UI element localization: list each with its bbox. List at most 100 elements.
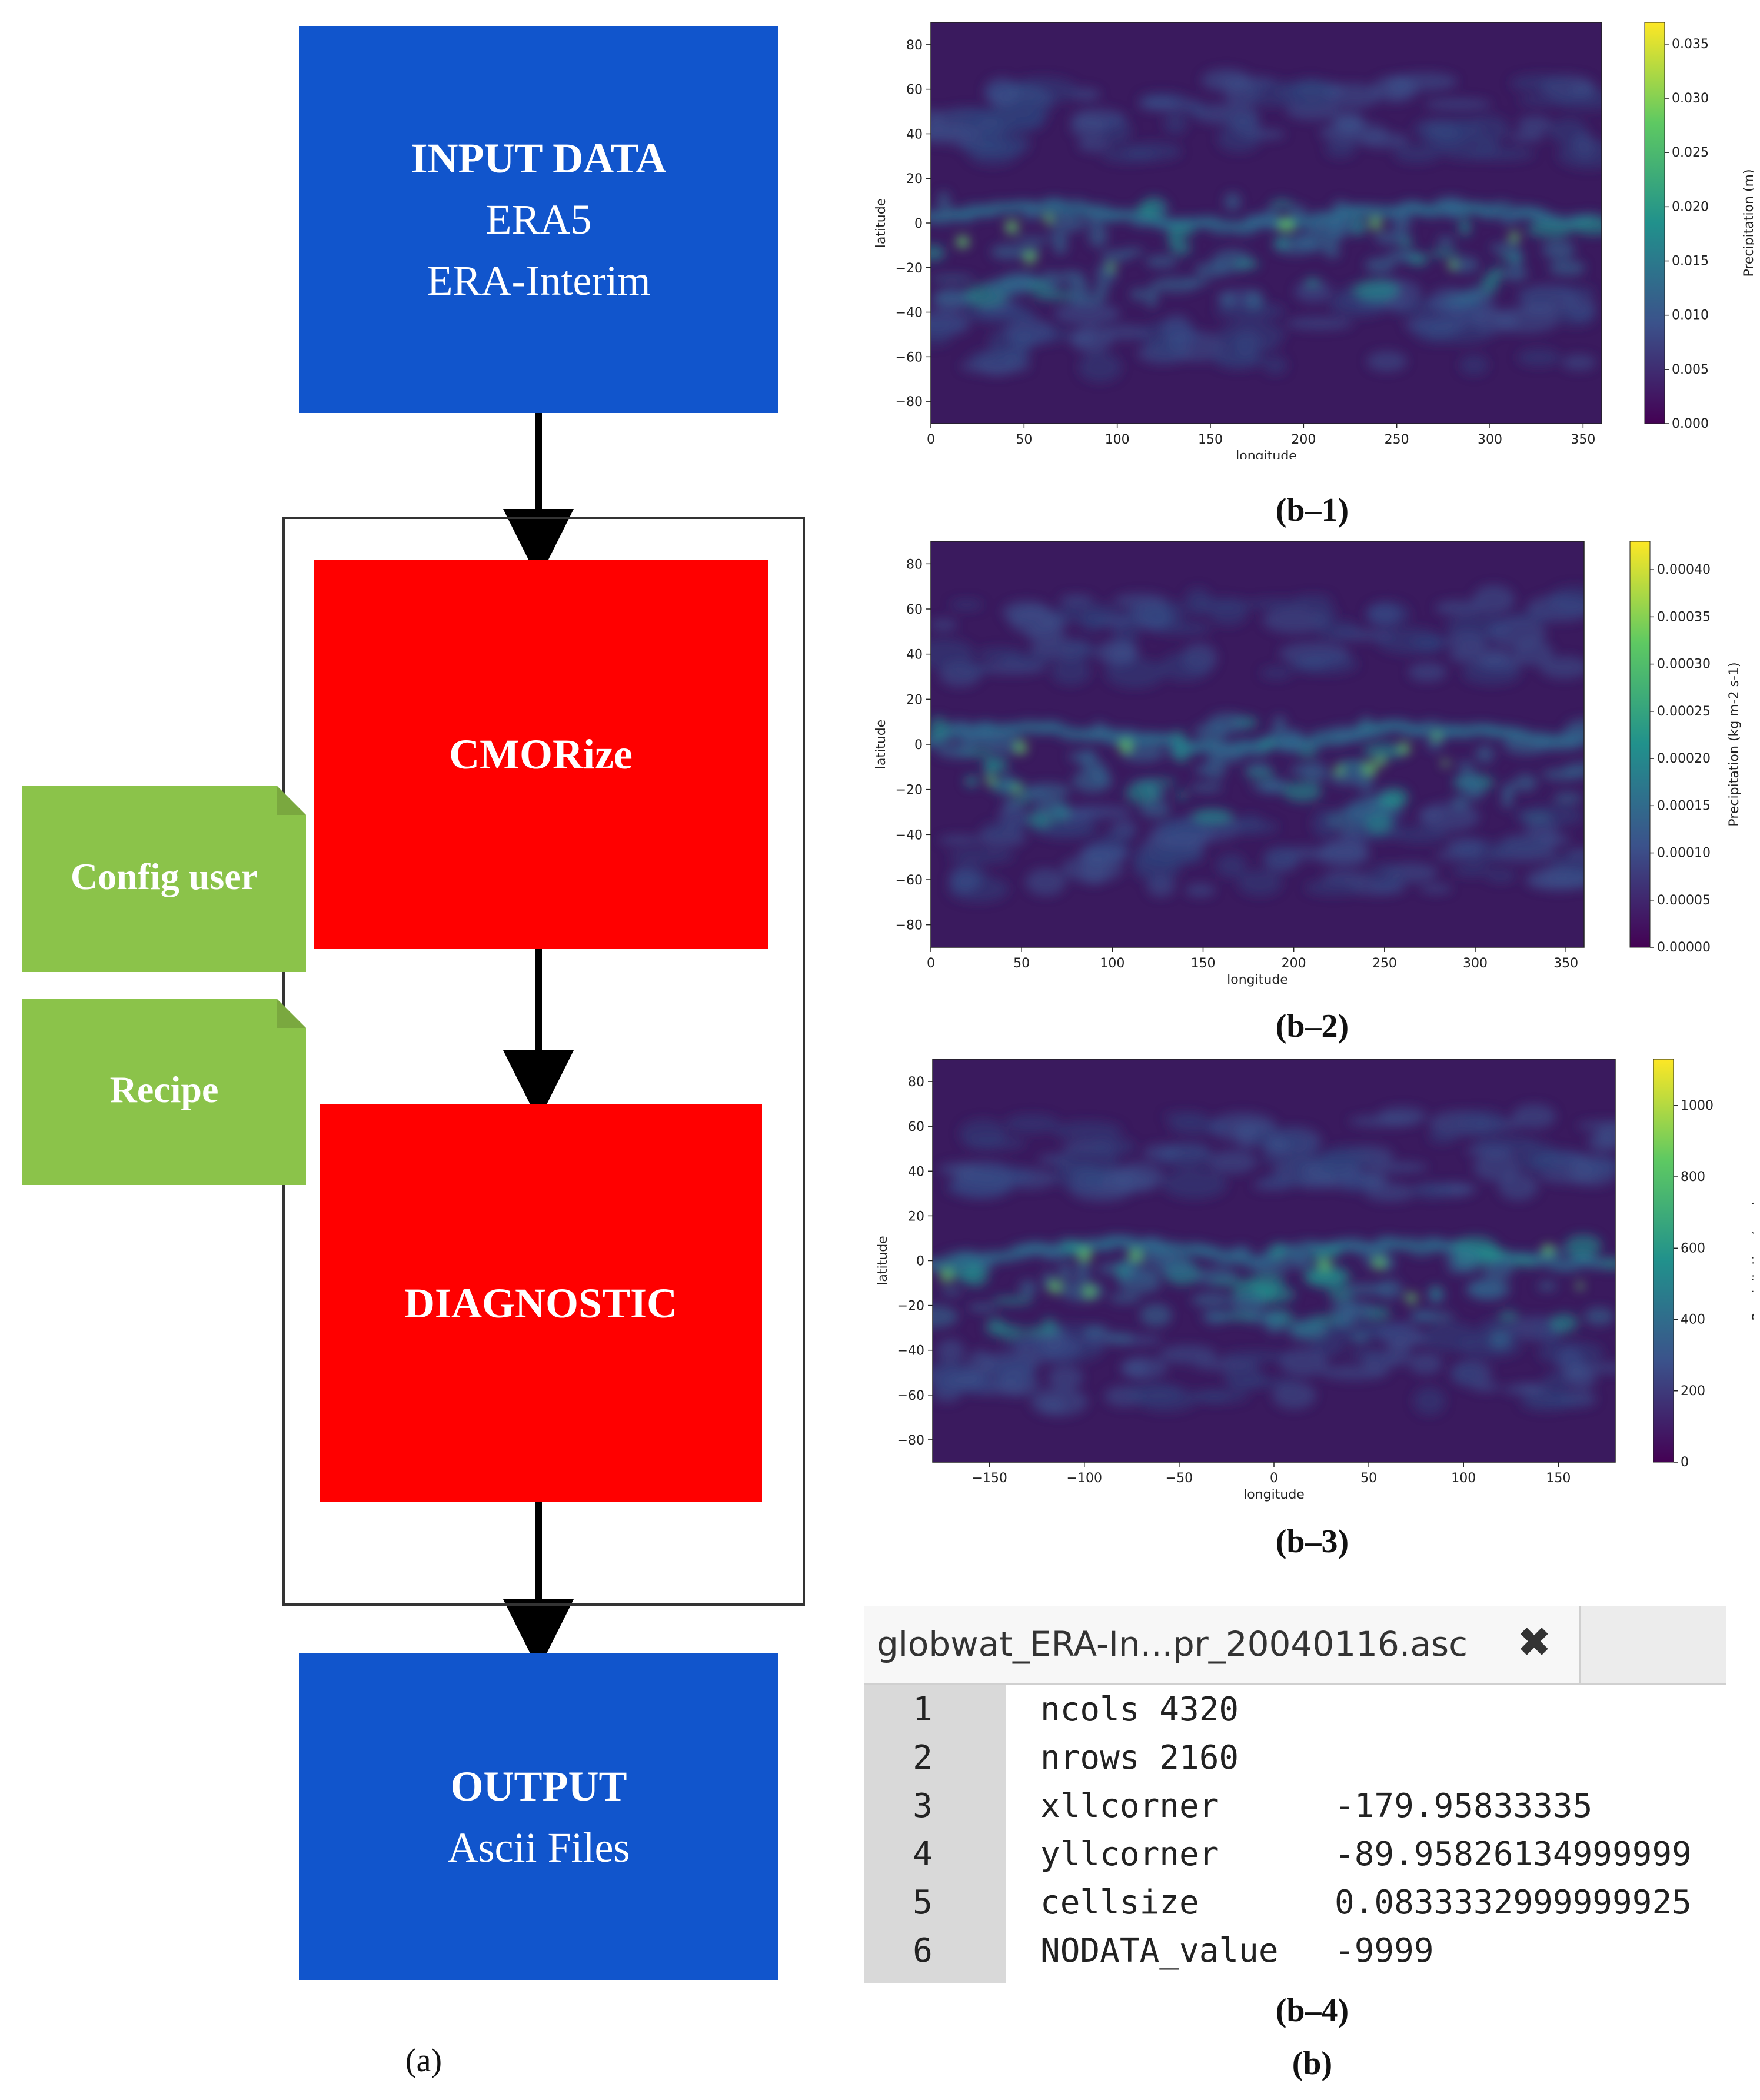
- colorbar-tick-label: 0.015: [1672, 254, 1709, 269]
- line-value: -179.95833335: [1335, 1787, 1593, 1825]
- x-tick-label: −100: [1067, 1471, 1102, 1486]
- x-tick-label: 100: [1100, 956, 1124, 971]
- y-tick-label: −20: [897, 1299, 924, 1314]
- line-number: 5: [913, 1883, 933, 1922]
- config-user-document: Config user: [22, 786, 306, 972]
- x-tick-label: 100: [1451, 1471, 1476, 1486]
- line-value: 0.0833332999999925: [1335, 1883, 1692, 1922]
- x-tick-label: −150: [972, 1471, 1007, 1486]
- x-axis-label: longitude: [1243, 1487, 1305, 1502]
- y-tick-label: 0: [914, 738, 923, 753]
- cmorize-box: CMORize: [314, 560, 768, 949]
- cmorize-title: CMORize: [449, 731, 633, 778]
- y-tick-label: −80: [896, 395, 923, 410]
- y-tick-label: −20: [896, 261, 923, 276]
- precip-field: [931, 585, 1584, 903]
- caption-a: (a): [405, 2042, 443, 2079]
- config-user-label: Config user: [70, 856, 258, 897]
- output-title: OUTPUT: [450, 1762, 627, 1810]
- colorbar-tick-label: 0.005: [1672, 362, 1709, 377]
- line-key: cellsize: [1040, 1883, 1199, 1922]
- input-data-title: INPUT DATA: [411, 135, 667, 182]
- close-icon[interactable]: ✖: [1517, 1618, 1552, 1666]
- recipe-label: Recipe: [109, 1069, 219, 1110]
- line-number-gutter: [864, 1685, 1006, 1983]
- x-axis-label: longitude: [1236, 449, 1297, 459]
- document-shape-icon: [22, 786, 306, 972]
- flowchart-connectors: [503, 413, 574, 1670]
- document-shape-icon: [22, 999, 306, 1185]
- y-tick-label: −60: [896, 873, 923, 888]
- colorbar-tick-label: 0.00030: [1657, 657, 1711, 672]
- caption-b2: (b–2): [1275, 1008, 1349, 1044]
- y-tick-label: 0: [914, 217, 923, 231]
- y-tick-label: 0: [916, 1254, 924, 1269]
- colorbar-tick-label: 0.020: [1672, 199, 1709, 214]
- colorbar-tick-label: 400: [1681, 1313, 1705, 1327]
- x-tick-label: 200: [1282, 956, 1306, 971]
- code-line: 3 xllcorner -179.95833335: [864, 1787, 1726, 1835]
- precip-field: [931, 68, 1602, 382]
- file-tab[interactable]: globwat_ERA-In...pr_20040116.asc ✖: [864, 1606, 1581, 1683]
- colorbar-tick-label: 0.035: [1672, 37, 1709, 52]
- line-key: nrows 2160: [1040, 1739, 1239, 1777]
- colorbar-tick-label: 0.00005: [1657, 893, 1711, 908]
- output-box: OUTPUT Ascii Files: [299, 1653, 778, 1980]
- colorbar-tick-label: 0.000: [1672, 417, 1709, 431]
- y-tick-label: 60: [906, 83, 923, 98]
- y-tick-label: 40: [906, 127, 923, 142]
- y-tick-label: 20: [906, 172, 923, 187]
- x-tick-label: 250: [1372, 956, 1397, 971]
- y-tick-label: −60: [897, 1389, 924, 1403]
- x-tick-label: 0: [927, 432, 935, 447]
- x-tick-label: 0: [927, 956, 935, 971]
- x-tick-label: 200: [1291, 432, 1316, 447]
- y-tick-label: 40: [908, 1164, 924, 1179]
- colorbar: [1644, 22, 1665, 424]
- input-data-line-era-interim: ERA-Interim: [427, 257, 651, 304]
- x-tick-label: 350: [1571, 432, 1595, 447]
- colorbar-label: Precipitation (kg m-2 s-1): [1727, 662, 1742, 826]
- colorbar-tick-label: 600: [1681, 1241, 1705, 1256]
- caption-b3: (b–3): [1275, 1523, 1349, 1560]
- input-data-box: INPUT DATA ERA5 ERA-Interim: [299, 26, 778, 413]
- y-axis-label: latitude: [874, 720, 889, 769]
- line-key: xllcorner: [1040, 1787, 1219, 1825]
- line-key: yllcorner: [1040, 1835, 1219, 1873]
- diagnostic-box: DIAGNOSTIC: [320, 1104, 762, 1502]
- colorbar-tick-label: 1000: [1681, 1099, 1714, 1113]
- y-axis-label: latitude: [876, 1236, 890, 1285]
- x-tick-label: −50: [1166, 1471, 1193, 1486]
- x-tick-label: 50: [1360, 1471, 1377, 1486]
- caption-b1: (b–1): [1275, 492, 1349, 528]
- y-tick-label: 80: [906, 38, 923, 53]
- x-tick-label: 100: [1105, 432, 1130, 447]
- x-tick-label: 150: [1546, 1471, 1571, 1486]
- line-number: 4: [913, 1835, 933, 1873]
- x-tick-label: 350: [1553, 956, 1578, 971]
- colorbar-tick-label: 800: [1681, 1170, 1705, 1184]
- colorbar-label: Precipitation (mm): [1751, 1200, 1754, 1321]
- y-axis-label: latitude: [874, 198, 889, 248]
- precip-field: [933, 1104, 1615, 1416]
- line-value: -9999: [1335, 1932, 1434, 1970]
- y-tick-label: 80: [908, 1075, 924, 1090]
- x-tick-label: 300: [1463, 956, 1488, 971]
- caption-b: (b): [1292, 2045, 1333, 2082]
- colorbar-tick-label: 0.00035: [1657, 610, 1711, 624]
- line-number: 3: [913, 1787, 933, 1825]
- x-tick-label: 50: [1013, 956, 1030, 971]
- line-key: ncols 4320: [1040, 1690, 1239, 1729]
- colorbar-tick-label: 0.00020: [1657, 751, 1711, 766]
- colorbar-tick-label: 0.00000: [1657, 940, 1711, 955]
- editor-tab-bar: globwat_ERA-In...pr_20040116.asc ✖: [864, 1606, 1726, 1685]
- y-tick-label: 20: [908, 1209, 924, 1224]
